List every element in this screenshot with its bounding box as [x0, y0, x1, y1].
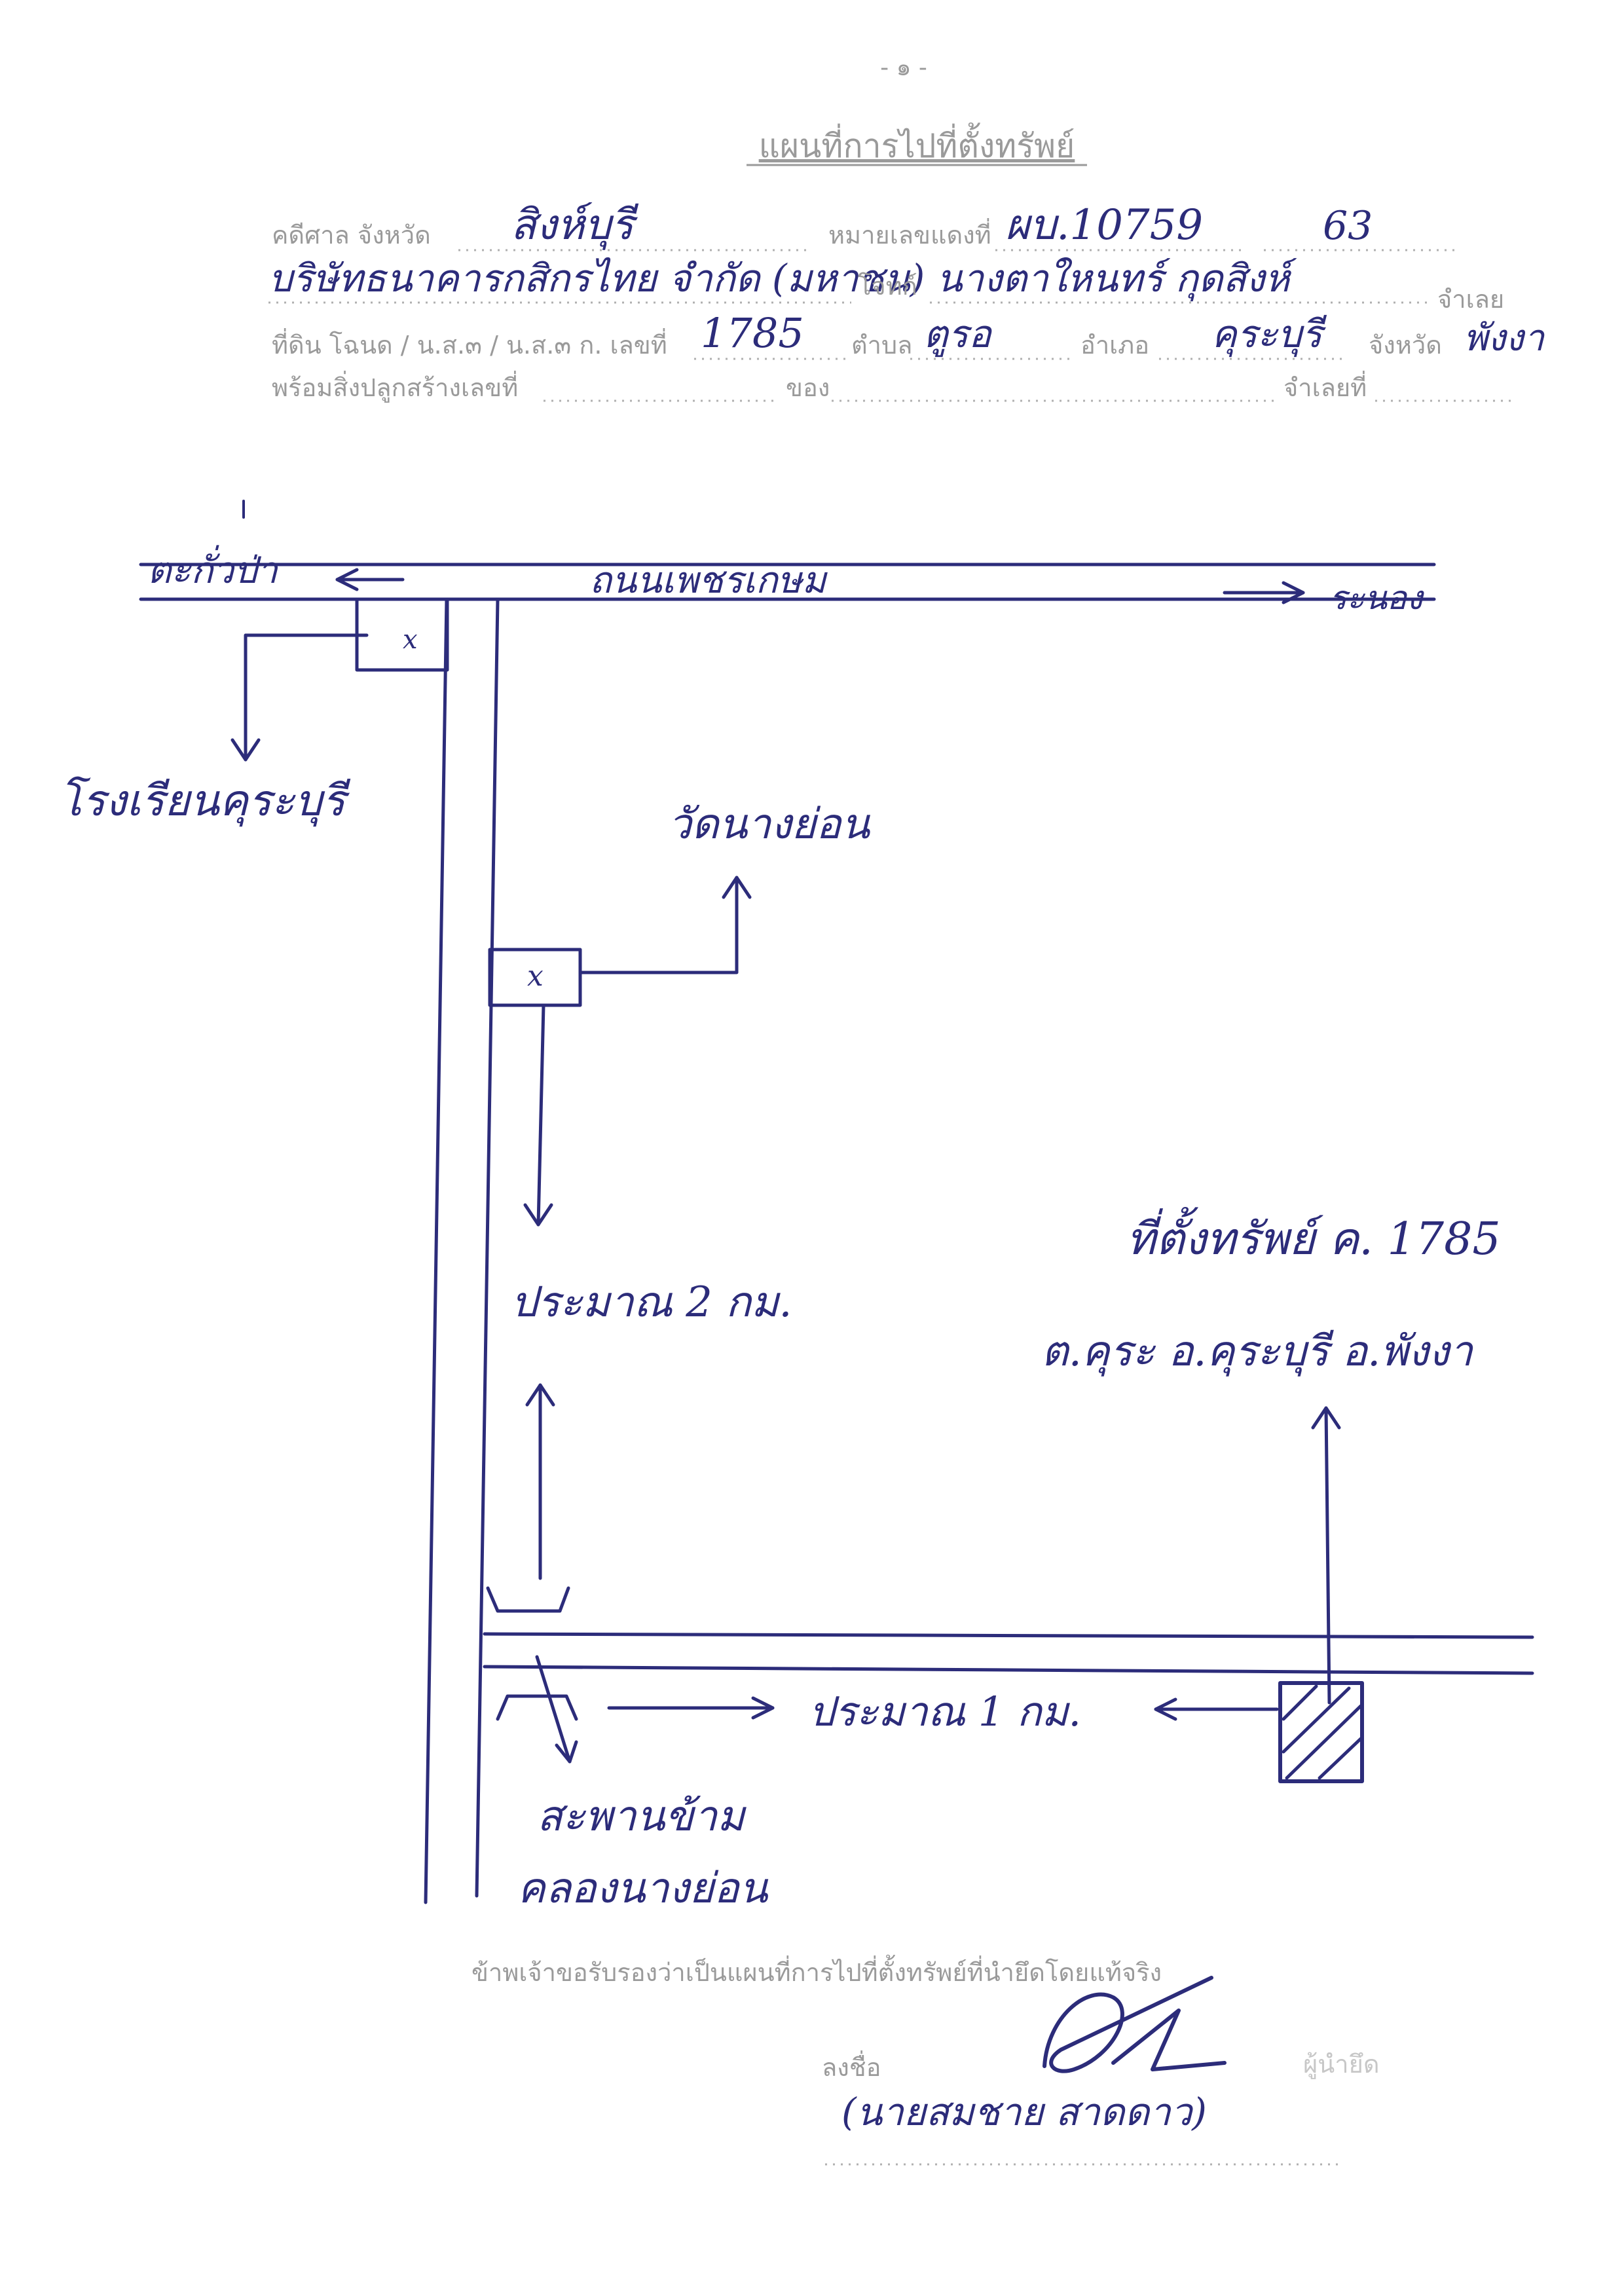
label-canal: คลองนางย่อน: [517, 1864, 769, 1913]
label-school: โรงเรียนคุระบุรี: [59, 775, 350, 827]
year-value: 63: [1323, 203, 1373, 249]
school-marker: x: [403, 625, 418, 655]
page-number: - ๑ -: [880, 54, 927, 81]
label-property-location: ต.คุระ อ.คุระบุรี อ.พังงา: [1041, 1327, 1474, 1377]
temple-pointer: [578, 876, 739, 974]
label-bridge: สะพานข้าม: [537, 1792, 747, 1841]
bridge-symbol-bottom: [496, 1694, 578, 1721]
case-no-value: ผบ.10759: [1005, 201, 1203, 250]
signer-name: (นายสมชาย สาดดาว): [841, 2090, 1207, 2134]
amphoe-label: อำเภอ: [1080, 331, 1149, 360]
defendant-value: นางตาใหนทร์ กุดสิงห์: [936, 256, 1297, 302]
plaintiff-label: โจทก์: [858, 272, 917, 301]
court-value: สิงห์บุรี: [511, 201, 639, 250]
form-line-3: ที่ดิน โฉนด / น.ส.๓ / น.ส.๓ ก. เลขที่ 17…: [272, 309, 1545, 360]
label-temple: วัดนางย่อน: [668, 800, 871, 849]
label-ranong: ระนอง: [1329, 579, 1425, 617]
side-road-left-edge: [424, 597, 449, 1904]
form-line-2: บริษัทธนาคารกสิกรไทย จำกัด (มหาชน) โจทก์…: [268, 256, 1504, 314]
tambon-value: ตูรอ: [923, 312, 993, 358]
role-label: ผู้นำยึด: [1303, 2050, 1380, 2079]
map-drawing: [139, 500, 1534, 1904]
label-takuapa: ตะกั่วป่า: [147, 545, 278, 592]
school-pointer: [244, 633, 369, 762]
case-no-label: หมายเลขแดงที่: [828, 218, 991, 250]
sign-label: ลงชื่อ: [822, 2050, 881, 2082]
tambon-label: ตำบล: [851, 331, 912, 360]
signature: [1043, 1976, 1227, 2073]
province-value: พังงา: [1464, 317, 1545, 360]
bridge-pointer: [535, 1655, 572, 1764]
property-plot: [1278, 1681, 1364, 1783]
land-no-value: 1785: [701, 309, 804, 357]
label-distance-2km: ประมาณ 2 กม.: [511, 1278, 792, 1327]
form-line-4: พร้อมสิ่งปลูกสร้างเลขที่ ของ จำเลยที่: [272, 371, 1513, 403]
plaintiff-value: บริษัทธนาคารกสิกรไทย จำกัด (มหาชน): [268, 256, 925, 301]
defendant-label: จำเลย: [1437, 285, 1504, 314]
of-label: ของ: [786, 373, 830, 402]
certify-statement: ข้าพเจ้าขอรับรองว่าเป็นแผนที่การไปที่ตั้…: [471, 1954, 1162, 1987]
amphoe-value: คุระบุรี: [1211, 312, 1327, 358]
label-distance-1km: ประมาณ 1 กม.: [809, 1688, 1081, 1735]
land-label: ที่ดิน โฉนด / น.ส.๓ / น.ส.๓ ก. เลขที่: [272, 328, 667, 360]
lower-road-top-edge: [483, 1632, 1534, 1639]
document-title: แผนที่การไปที่ตั้งทรัพย์: [759, 122, 1075, 165]
court-label: คดีศาล จังหวัด: [272, 221, 431, 250]
defendant-no-label: จำเลยที่: [1283, 371, 1367, 402]
lower-road-bottom-edge: [483, 1665, 1534, 1675]
building-label: พร้อมสิ่งปลูกสร้างเลขที่: [272, 371, 518, 403]
side-road-right-edge: [475, 597, 500, 1898]
temple-box: [488, 948, 582, 1007]
arrow-down-2km: [536, 1003, 545, 1227]
label-highway: ถนนเพชรเกษม: [589, 559, 828, 602]
temple-marker: x: [527, 959, 544, 993]
bridge-symbol-top: [486, 1586, 570, 1613]
province-label: จังหวัด: [1369, 331, 1442, 360]
school-box: [355, 597, 449, 672]
form-line-1: คดีศาล จังหวัด สิงห์บุรี หมายเลขแดงที่ ผ…: [272, 201, 1460, 251]
property-pointer: [1324, 1406, 1331, 1705]
label-property-title: ที่ตั้งทรัพย์ ค. 1785: [1126, 1206, 1501, 1265]
